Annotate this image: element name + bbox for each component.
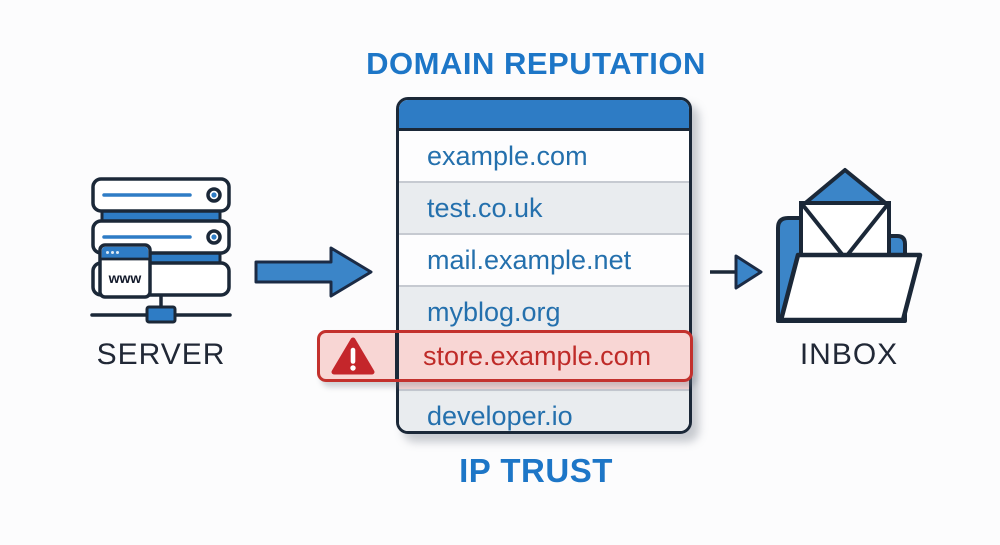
page-title: DOMAIN REPUTATION bbox=[366, 46, 706, 81]
domain-label: mail.example.net bbox=[427, 244, 632, 275]
domain-row: mail.example.net bbox=[399, 233, 689, 285]
domain-label: developer.io bbox=[427, 400, 573, 431]
domain-row: example.com bbox=[399, 131, 689, 181]
domain-row: myblog.org bbox=[399, 285, 689, 337]
domain-list: example.com test.co.uk mail.example.net myb… bbox=[399, 131, 689, 431]
domain-label: test.co.uk bbox=[427, 192, 543, 223]
www-browser-icon: www bbox=[98, 243, 152, 299]
arrow-right-icon bbox=[254, 246, 373, 298]
server-label: SERVER bbox=[96, 338, 226, 371]
inbox-label: INBOX bbox=[799, 338, 899, 371]
browser-www-text: www bbox=[108, 270, 142, 286]
flagged-domain-label: store.example.com bbox=[423, 341, 652, 371]
domain-row: test.co.uk bbox=[399, 181, 689, 233]
inbox-folder-icon bbox=[776, 168, 923, 323]
window-titlebar bbox=[399, 100, 689, 131]
folder-front bbox=[778, 252, 923, 323]
domain-label: example.com bbox=[427, 140, 588, 171]
small-arrow-right-icon bbox=[710, 254, 763, 290]
server-icon: www bbox=[90, 177, 232, 324]
flagged-domain-row: store.example.com bbox=[317, 330, 693, 382]
warning-triangle-icon bbox=[331, 337, 375, 375]
domain-row: developer.io bbox=[399, 389, 689, 431]
window-border-segment bbox=[395, 333, 399, 379]
ip-trust-title: IP TRUST bbox=[459, 452, 613, 489]
domain-list-window: example.com test.co.uk mail.example.net myb… bbox=[396, 97, 692, 434]
domain-label: myblog.org bbox=[427, 296, 561, 327]
